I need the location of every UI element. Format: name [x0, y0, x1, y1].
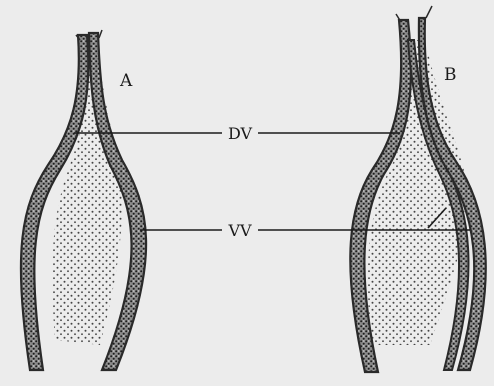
- panel-a-label: A: [119, 71, 133, 91]
- vessel-b: [350, 6, 485, 372]
- dv-label: DV: [228, 124, 253, 143]
- dv-indicator: DV: [74, 124, 400, 143]
- vv-label: VV: [227, 221, 252, 240]
- panel-b-label: B: [444, 65, 457, 85]
